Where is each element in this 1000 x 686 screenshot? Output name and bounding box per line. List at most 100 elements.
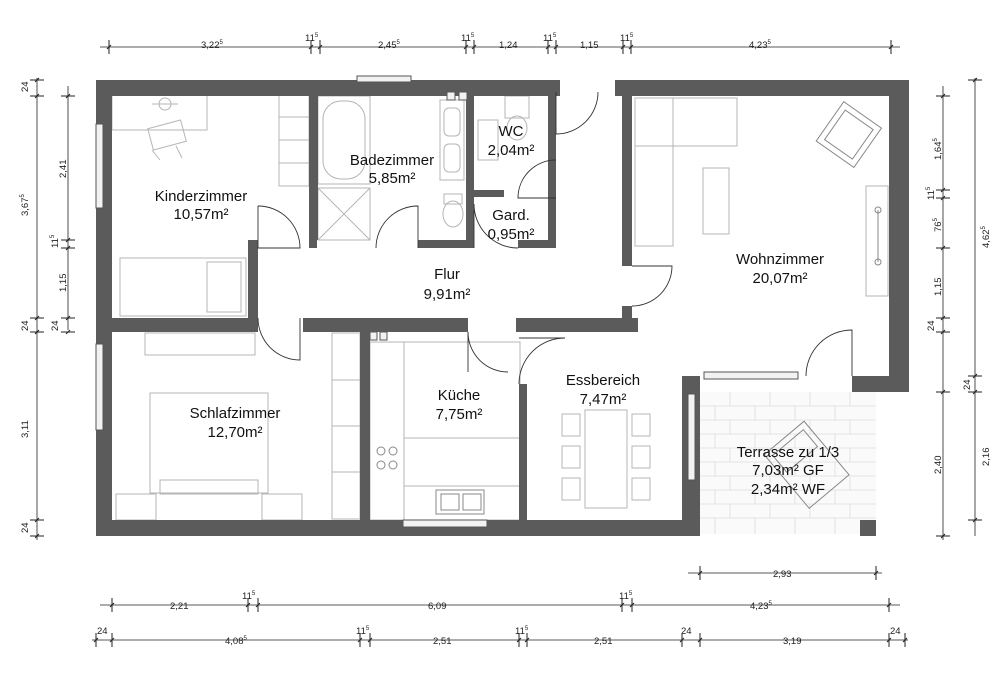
svg-text:115: 115 (926, 186, 937, 200)
dim-bottom-row2-1: 24 (97, 626, 108, 637)
dim-top-7: 1,15 (580, 40, 599, 51)
svg-text:3,675: 3,675 (20, 194, 31, 217)
dim-left-inner-3: 1,15 (58, 274, 69, 293)
dimension-left: 24 3,675 24 3,11 24 2,41 115 1,15 24 (20, 77, 75, 540)
kinderzimmer-name: Kinderzimmer (155, 188, 248, 205)
dim-top-9-sup: 5 (768, 40, 772, 46)
dim-right-inner-4: 1,15 (933, 278, 944, 297)
dim-top-6-sup: 5 (553, 33, 557, 39)
dim-bottom-row2-9: 24 (890, 626, 901, 637)
svg-text:2,455: 2,455 (378, 40, 401, 51)
dim-left-outer-1: 24 (20, 81, 31, 92)
dim-bottom-row2-5: 11 (515, 626, 525, 637)
svg-text:1,645: 1,645 (933, 138, 944, 161)
dim-left-inner-2-sup: 5 (50, 234, 56, 238)
dim-left-inner-4: 24 (50, 320, 61, 331)
kinderzimmer-area: 10,57m² (173, 206, 228, 223)
dim-bottom-row2-3: 11 (356, 626, 366, 637)
dim-top-4: 11 (461, 33, 471, 44)
dim-bottom-row2-5-sup: 5 (525, 626, 529, 632)
svg-text:115: 115 (543, 33, 557, 44)
svg-text:115: 115 (620, 33, 634, 44)
dim-bottom-row1-3: 6,09 (428, 601, 447, 612)
dim-right-outer-3: 2,16 (981, 448, 992, 467)
dim-top-1-sup: 5 (220, 40, 224, 46)
essbereich-area: 7,47m² (580, 391, 627, 408)
dim-top-8-sup: 5 (630, 33, 634, 39)
doors (257, 91, 853, 385)
dim-bottom-row2-4: 2,51 (433, 636, 452, 647)
dim-bottom-row1-5: 4,23 (750, 601, 769, 612)
dim-bottom-row2-7: 24 (681, 626, 692, 637)
dim-top-3-sup: 5 (397, 40, 401, 46)
dim-bottom-terrasse: 2,93 (773, 569, 792, 580)
dim-right-terr-1: 2,40 (933, 456, 944, 475)
essbereich-name: Essbereich (566, 372, 640, 389)
wohnzimmer-area: 20,07m² (752, 270, 807, 287)
terrace-tiles (700, 392, 876, 534)
dim-right-inner-1-sup: 5 (933, 138, 939, 142)
dim-top-8: 11 (620, 33, 630, 44)
dim-top-3: 2,45 (378, 40, 397, 51)
terrasse-name: Terrasse zu 1/3 (737, 444, 840, 461)
dimension-right: 1,645 115 765 1,15 24 2,40 4,625 24 2,16 (926, 77, 992, 540)
dim-bottom-row2-3-sup: 5 (366, 626, 370, 632)
dim-left-inner-2: 11 (50, 238, 61, 248)
wohnzimmer-name: Wohnzimmer (736, 251, 824, 268)
kueche-area: 7,75m² (436, 406, 483, 423)
terrasse-area-gf: 7,03m² GF (752, 462, 824, 479)
furniture (111, 93, 889, 521)
dim-left-inner-1: 2,41 (58, 160, 69, 179)
dim-bottom-row1-4: 11 (619, 591, 629, 602)
dimension-bottom: 2,93 2,21 115 6,09 115 4,235 24 4,085 11… (92, 566, 908, 647)
dim-bottom-row1-4-sup: 5 (629, 591, 633, 597)
dim-left-outer-4: 3,11 (20, 420, 31, 438)
dim-bottom-row1-5-sup: 5 (769, 601, 773, 607)
flur-name: Flur (434, 266, 460, 283)
svg-text:4,085: 4,085 (225, 636, 248, 647)
dim-bottom-row1-2: 11 (242, 591, 252, 602)
dim-right-inner-3: 76 (933, 221, 944, 232)
dim-right-outer-1-sup: 5 (981, 226, 987, 230)
schlafzimmer-name: Schlafzimmer (190, 405, 281, 422)
dim-bottom-row2-6: 2,51 (594, 636, 613, 647)
badezimmer-area: 5,85m² (369, 170, 416, 187)
dim-left-outer-2-sup: 5 (20, 194, 26, 198)
dim-top-5: 1,24 (499, 40, 518, 51)
svg-text:115: 115 (356, 626, 370, 637)
terrasse-area-wf: 2,34m² WF (751, 481, 825, 498)
dim-top-6: 11 (543, 33, 553, 44)
dim-right-inner-3-sup: 5 (933, 217, 939, 221)
wc-area: 2,04m² (488, 142, 535, 159)
svg-text:4,625: 4,625 (981, 226, 992, 249)
dim-right-outer-2: 24 (962, 379, 973, 390)
svg-text:765: 765 (933, 217, 944, 232)
dim-top-9: 4,23 (749, 40, 768, 51)
svg-text:115: 115 (515, 626, 529, 637)
walls (96, 80, 909, 536)
svg-text:4,235: 4,235 (750, 601, 773, 612)
dim-top-2-sup: 5 (315, 33, 319, 39)
svg-text:115: 115 (619, 591, 633, 602)
dimension-top: 3,225 115 2,455 115 1,24 115 1,15 115 4,… (100, 33, 900, 54)
dim-right-inner-2-sup: 5 (926, 186, 932, 190)
svg-text:115: 115 (461, 33, 475, 44)
svg-text:115: 115 (50, 234, 61, 248)
dim-right-inner-1: 1,64 (933, 142, 944, 161)
wc-name: WC (499, 123, 524, 140)
svg-text:115: 115 (305, 33, 319, 44)
dim-right-inner-5: 24 (926, 320, 937, 331)
svg-text:3,225: 3,225 (201, 40, 224, 51)
flur-area: 9,91m² (424, 286, 471, 303)
windows (95, 75, 799, 528)
dim-bottom-row2-2-sup: 5 (244, 636, 248, 642)
gard-area: 0,95m² (488, 226, 535, 243)
dim-left-outer-2: 3,67 (20, 198, 31, 217)
dim-top-2: 11 (305, 33, 315, 44)
svg-text:115: 115 (242, 591, 256, 602)
dim-bottom-row2-2: 4,08 (225, 636, 244, 647)
dim-left-outer-5: 24 (20, 522, 31, 533)
dim-bottom-row1-2-sup: 5 (252, 591, 256, 597)
kueche-name: Küche (438, 387, 481, 404)
